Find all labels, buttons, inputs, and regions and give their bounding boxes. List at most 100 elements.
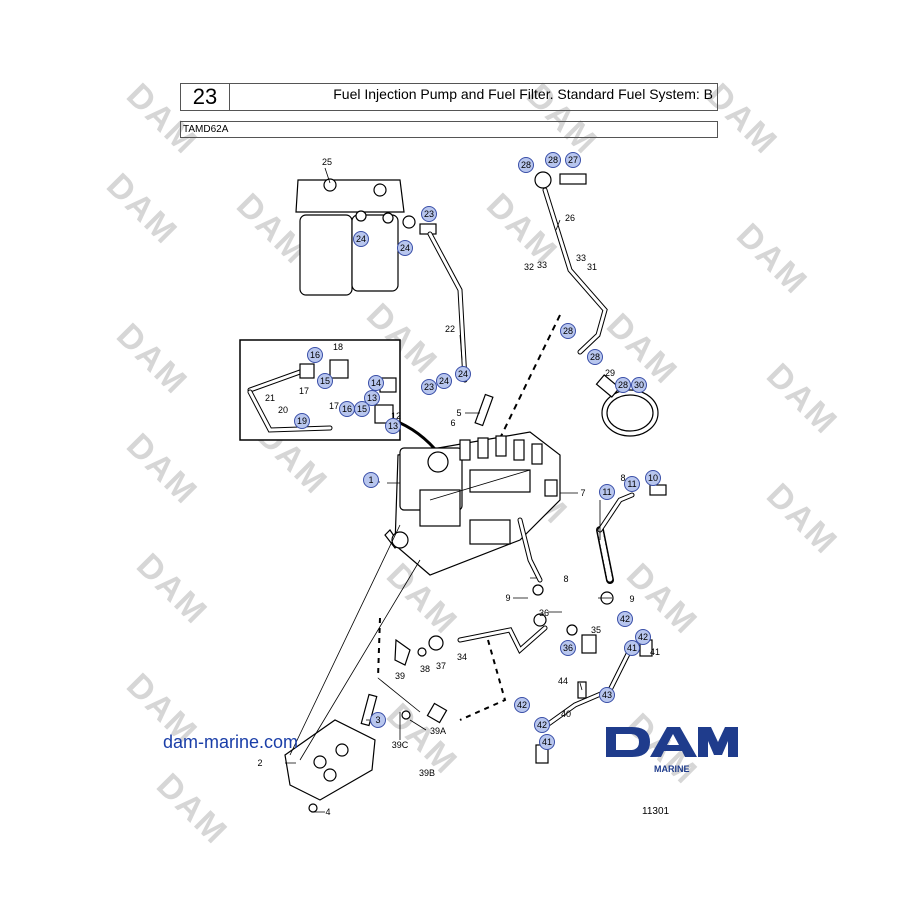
website-link[interactable]: dam-marine.com: [163, 732, 299, 752]
circled-callout: 10: [645, 470, 661, 486]
svg-text:24: 24: [439, 376, 449, 386]
circled-callout: 36: [560, 640, 576, 656]
callout-label: 39: [395, 671, 405, 681]
circled-callout: 42: [534, 717, 550, 733]
callout-label: 35: [591, 625, 601, 635]
callout-label: 18: [333, 342, 343, 352]
callout-label: 22: [445, 324, 455, 334]
circled-callout: 24: [397, 240, 413, 256]
callout-label: 44: [558, 676, 568, 686]
circled-callout: 28: [545, 152, 561, 168]
callout-label: 17: [329, 401, 339, 411]
svg-text:36: 36: [563, 643, 573, 653]
callout-label: 20: [278, 405, 288, 415]
circled-callout: 41: [624, 640, 640, 656]
callout-label: 7: [580, 488, 585, 498]
callout-label: 33: [537, 260, 547, 270]
svg-text:28: 28: [618, 380, 628, 390]
svg-text:23: 23: [424, 382, 434, 392]
svg-text:30: 30: [634, 380, 644, 390]
callout-label: 9: [505, 593, 510, 603]
callout-label: 5: [456, 408, 461, 418]
callout-label: 39B: [419, 768, 435, 778]
circled-callout: 11: [599, 484, 615, 500]
callout-label: 26: [565, 213, 575, 223]
callout-label: 4: [325, 807, 330, 817]
svg-text:42: 42: [517, 700, 527, 710]
circled-callout: 43: [599, 687, 615, 703]
svg-text:11: 11: [602, 487, 611, 497]
callout-label: 33: [576, 253, 586, 263]
circled-callout: 13: [364, 390, 380, 406]
callout-label: 25: [322, 157, 332, 167]
svg-text:28: 28: [563, 326, 573, 336]
callout-label: 8: [620, 473, 625, 483]
callout-label: 21: [265, 393, 275, 403]
circled-callout: 24: [436, 373, 452, 389]
circled-callout: 24: [455, 366, 471, 382]
circled-callout: 23: [421, 206, 437, 222]
svg-text:23: 23: [424, 209, 434, 219]
circled-callout: 14: [368, 375, 384, 391]
circled-callout: 27: [565, 152, 581, 168]
page-number: 23: [181, 84, 230, 110]
svg-text:16: 16: [342, 404, 352, 414]
circled-callout: 16: [307, 347, 323, 363]
svg-text:15: 15: [357, 404, 367, 414]
svg-text:27: 27: [568, 155, 578, 165]
svg-text:28: 28: [521, 160, 531, 170]
callout-label: 9: [629, 594, 634, 604]
callout-label: 39A: [430, 726, 446, 736]
svg-text:42: 42: [537, 720, 547, 730]
circled-callout: 1: [363, 472, 379, 488]
callout-label: 17: [299, 386, 309, 396]
figure-number: 11301: [642, 806, 670, 817]
circled-callout: 28: [518, 157, 534, 173]
callout-label: 34: [457, 652, 467, 662]
callout-label: 40: [561, 709, 571, 719]
circled-callout: 28: [560, 323, 576, 339]
circled-callout: 28: [615, 377, 631, 393]
circled-callout: 15: [317, 373, 333, 389]
callout-label: 32: [524, 262, 534, 272]
svg-text:16: 16: [310, 350, 320, 360]
page-header: 23 Fuel Injection Pump and Fuel Filter. …: [180, 83, 718, 111]
svg-text:14: 14: [371, 378, 381, 388]
circled-callout: 3: [370, 712, 386, 728]
circled-callout: 13: [385, 418, 401, 434]
circled-callout: 42: [617, 611, 633, 627]
callout-label: 12: [391, 411, 401, 421]
callout-label: 41: [650, 647, 660, 657]
svg-text:24: 24: [356, 234, 366, 244]
callout-label: 37: [436, 661, 446, 671]
dam-marine-logo: [606, 727, 738, 757]
callout-label: 29: [605, 368, 615, 378]
svg-text:13: 13: [367, 393, 377, 403]
model-label: TAMD62A: [180, 121, 718, 138]
circled-callout: 28: [587, 349, 603, 365]
callout-label: 8: [563, 574, 568, 584]
callout-label: 39C: [392, 740, 409, 750]
callout-label: 6: [450, 418, 455, 428]
page-title: Fuel Injection Pump and Fuel Filter. Sta…: [333, 86, 713, 102]
svg-text:41: 41: [627, 643, 637, 653]
logo-subtext: MARINE: [654, 764, 690, 774]
circled-callout: 24: [353, 231, 369, 247]
injection-pump: [384, 431, 561, 576]
callout-label: 38: [420, 664, 430, 674]
svg-text:24: 24: [400, 243, 410, 253]
svg-text:1: 1: [368, 475, 373, 485]
svg-text:19: 19: [297, 416, 307, 426]
callout-label: 2: [257, 758, 262, 768]
circled-callout: 30: [631, 377, 647, 393]
circled-callout: 16: [339, 401, 355, 417]
circled-callout: 41: [539, 734, 555, 750]
svg-text:43: 43: [602, 690, 612, 700]
svg-text:42: 42: [638, 632, 648, 642]
circled-callout: 42: [514, 697, 530, 713]
circled-callout: 23: [421, 379, 437, 395]
svg-text:13: 13: [388, 421, 398, 431]
svg-text:28: 28: [548, 155, 558, 165]
svg-text:3: 3: [375, 715, 380, 725]
